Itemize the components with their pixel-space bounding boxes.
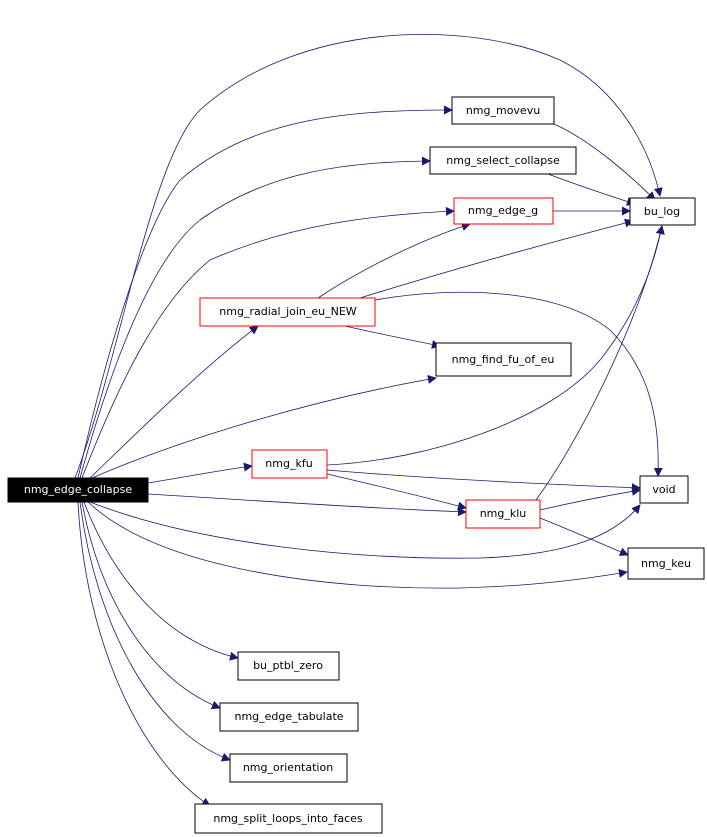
node-nmg-edge-tabulate[interactable]: nmg_edge_tabulate	[219, 702, 359, 732]
edge-root-void	[89, 501, 641, 559]
edge-root-ptbl_zero	[83, 501, 239, 661]
node-label-nmg-radial-join-eu-new: nmg_radial_join_eu_NEW	[219, 305, 357, 318]
edge-root-klu	[147, 493, 467, 517]
node-label-nmg-edge-collapse: nmg_edge_collapse	[24, 483, 133, 496]
node-label-nmg-edge-tabulate: nmg_edge_tabulate	[234, 710, 343, 723]
edge-root-kfu	[147, 462, 253, 484]
node-label-nmg-movevu: nmg_movevu	[466, 104, 540, 117]
node-label-bu-log: bu_log	[644, 205, 680, 218]
edge-root-split_loops	[77, 501, 211, 807]
edge-root-select_collapse	[79, 156, 431, 479]
node-nmg-kfu[interactable]: nmg_kfu	[251, 449, 328, 479]
edge-root-find_fu	[91, 374, 437, 479]
edge-root-edge_g	[81, 206, 455, 479]
edge-klu-keu	[539, 517, 629, 556]
edge-root-movevu	[77, 105, 453, 479]
edge-radial_join-void	[374, 291, 663, 477]
edges-layer	[74, 34, 665, 807]
edge-movevu-bu_log	[553, 123, 656, 201]
node-label-nmg-find-fu-of-eu: nmg_find_fu_of_eu	[452, 353, 555, 366]
edge-kfu-void	[326, 469, 641, 493]
node-nmg-split-loops-into-faces[interactable]: nmg_split_loops_into_faces	[194, 803, 383, 834]
edge-radial_join-edge_g	[317, 222, 471, 299]
edge-radial_join-find_fu	[344, 325, 441, 349]
node-label-nmg-klu: nmg_klu	[480, 507, 527, 520]
edge-root-keu	[87, 501, 628, 589]
edge-klu-bu_log	[535, 225, 665, 501]
node-label-bu-ptbl-zero: bu_ptbl_zero	[253, 659, 323, 672]
node-label-nmg-kfu: nmg_kfu	[265, 457, 312, 470]
edge-root-bu_log	[74, 34, 663, 479]
node-nmg-edge-g[interactable]: nmg_edge_g	[453, 197, 554, 225]
node-nmg-select-collapse[interactable]: nmg_select_collapse	[429, 146, 577, 175]
node-nmg-klu[interactable]: nmg_klu	[465, 499, 541, 529]
node-bu-ptbl-zero[interactable]: bu_ptbl_zero	[237, 651, 340, 681]
edge-kfu-klu	[326, 473, 467, 511]
edge-root-orientation	[79, 501, 231, 762]
node-label-nmg-keu: nmg_keu	[641, 557, 691, 570]
edge-root-tabulate	[81, 501, 221, 710]
node-label-nmg-select-collapse: nmg_select_collapse	[446, 154, 560, 167]
node-label-nmg-split-loops-into-faces: nmg_split_loops_into_faces	[213, 812, 363, 825]
edge-select_collapse-bu_log	[547, 173, 636, 206]
node-label-nmg-edge-g: nmg_edge_g	[468, 204, 538, 217]
edge-radial_join-bu_log	[359, 218, 634, 299]
node-label-nmg-orientation: nmg_orientation	[243, 761, 333, 774]
node-nmg-movevu[interactable]: nmg_movevu	[451, 96, 555, 125]
node-label-void: void	[652, 483, 675, 496]
node-bu-log[interactable]: bu_log	[629, 197, 696, 226]
node-nmg-orientation[interactable]: nmg_orientation	[229, 753, 348, 783]
edge-klu-void	[539, 486, 641, 511]
node-nmg-radial-join-eu-new[interactable]: nmg_radial_join_eu_NEW	[199, 297, 376, 327]
edge-root-radial_join	[89, 325, 259, 479]
node-nmg-find-fu-of-eu[interactable]: nmg_find_fu_of_eu	[435, 342, 572, 377]
node-nmg-edge-collapse[interactable]: nmg_edge_collapse	[7, 477, 149, 503]
node-void[interactable]: void	[639, 475, 689, 504]
node-nmg-keu[interactable]: nmg_keu	[627, 547, 705, 580]
nodes-layer: nmg_edge_collapse nmg_movevu nmg_select_…	[7, 96, 705, 834]
